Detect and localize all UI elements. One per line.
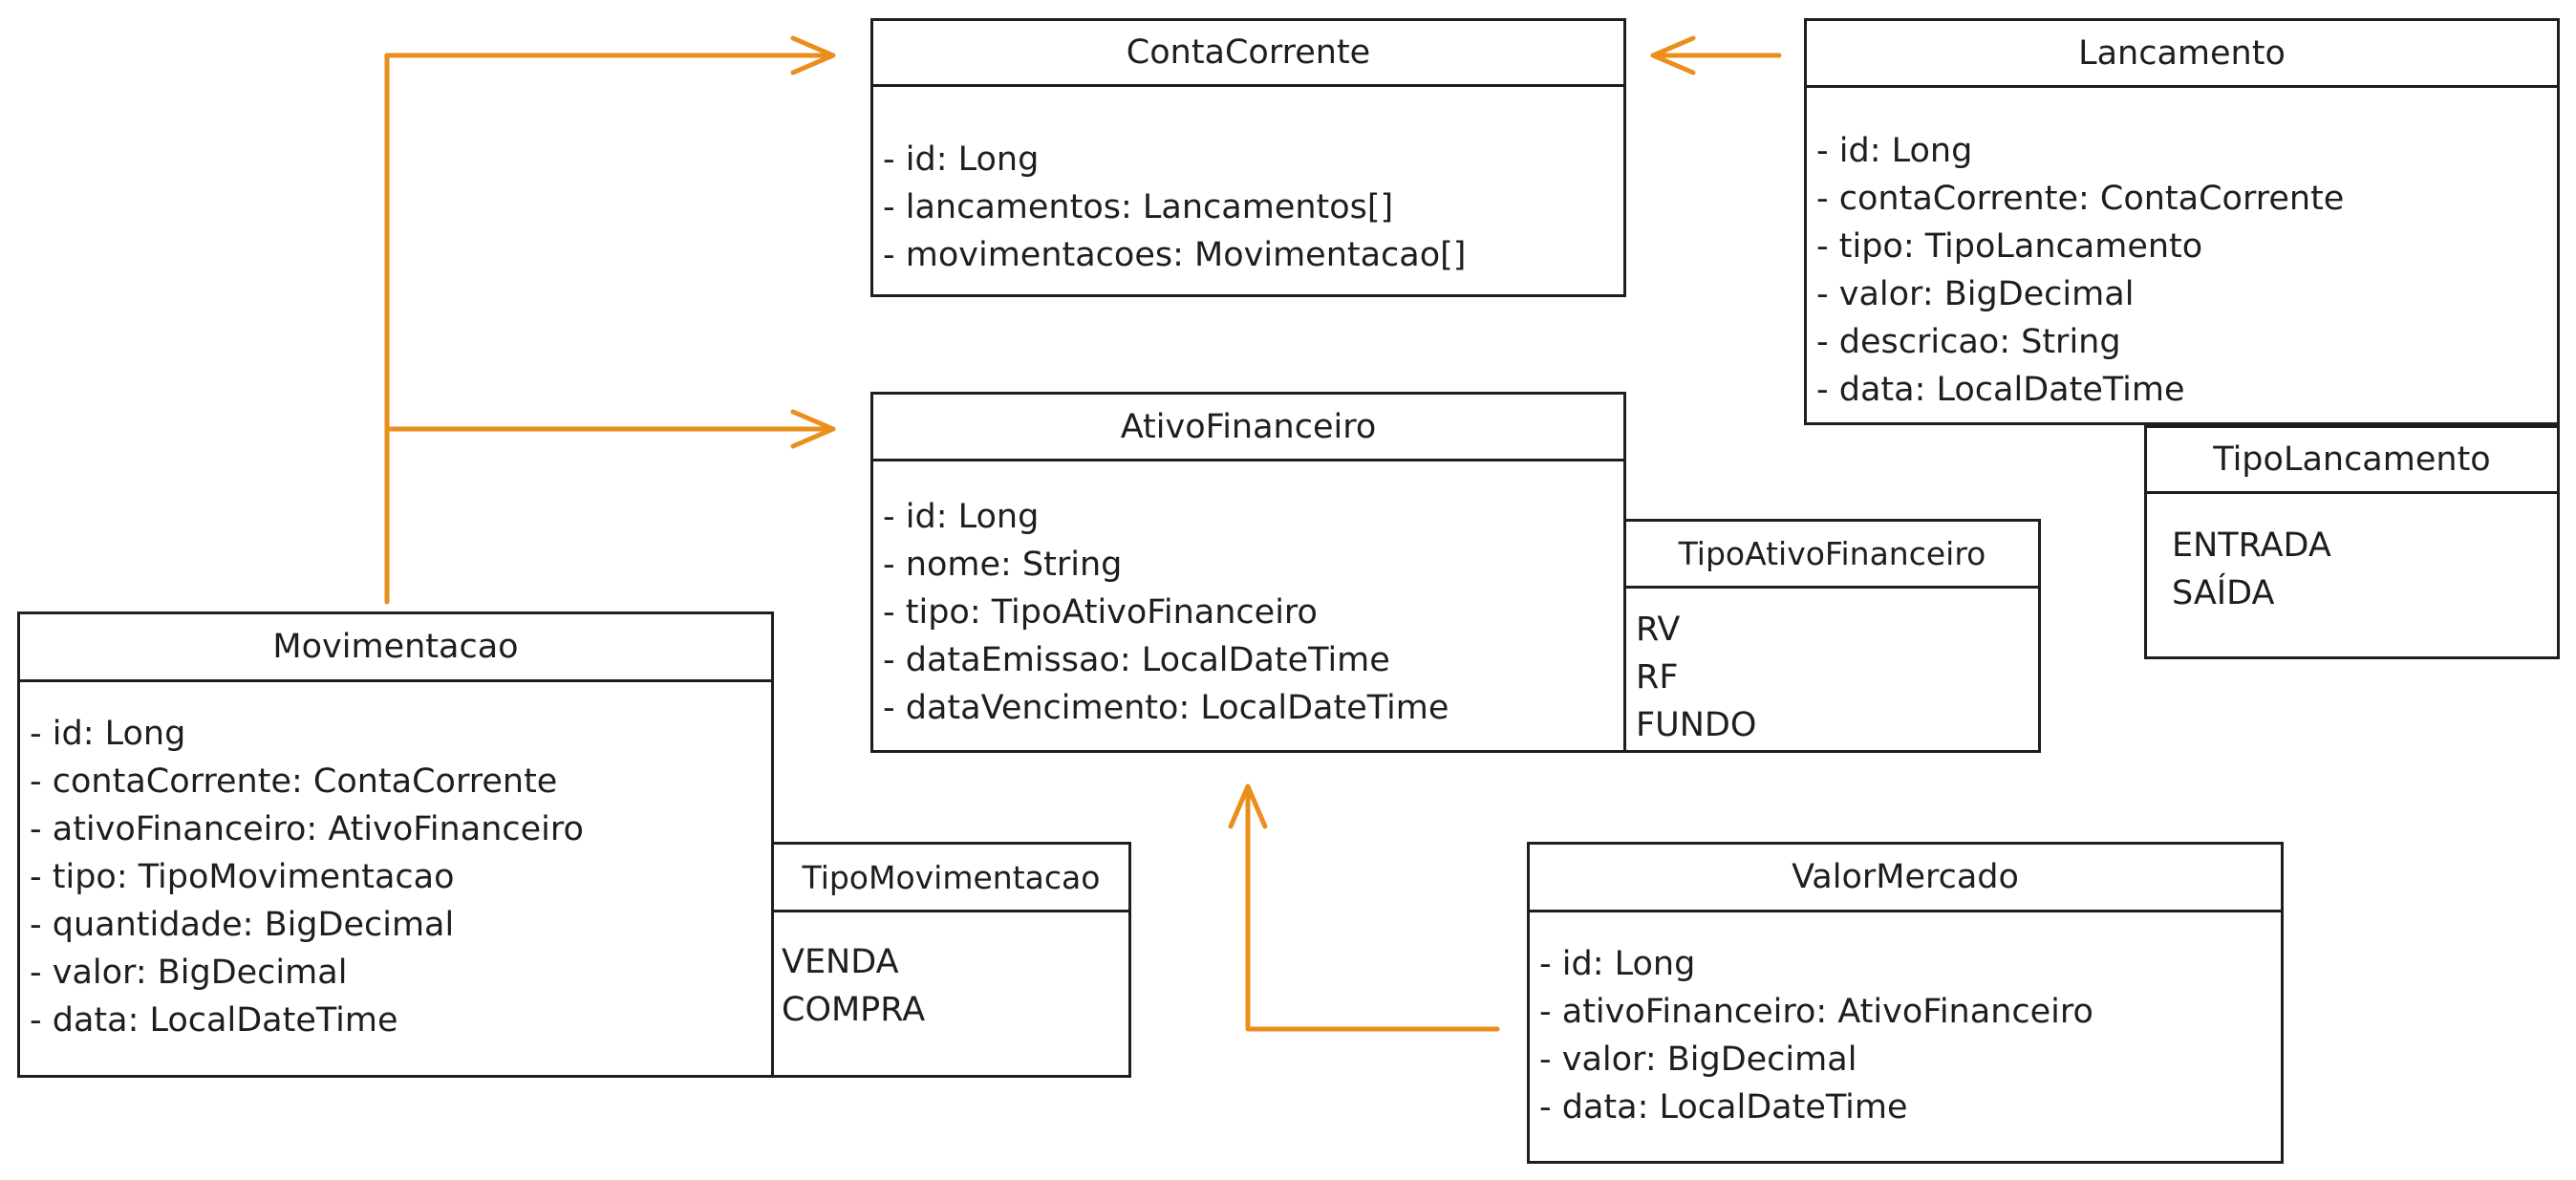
enum-value: RF: [1636, 658, 1679, 697]
enum-values: ENTRADA SAÍDA: [2147, 494, 2557, 624]
attribute: - ativoFinanceiro: AtivoFinanceiro: [1539, 993, 2093, 1031]
enum-title: TipoAtivoFinanceiro: [1626, 522, 2038, 589]
attribute: - data: LocalDateTime: [1539, 1088, 1908, 1126]
attribute: - valor: BigDecimal: [1816, 275, 2135, 313]
enum-values: VENDA COMPRA: [774, 912, 1128, 1041]
arrow-movimentacao-to-ativofinanceiro: [384, 409, 836, 449]
class-title: Lancamento: [1807, 21, 2557, 88]
attribute: - ativoFinanceiro: AtivoFinanceiro: [30, 810, 584, 848]
arrow-valormercado-to-ativofinanceiro: [1228, 783, 1500, 1032]
attribute: - contaCorrente: ContaCorrente: [30, 762, 558, 801]
arrow-lancamento-to-contacorrente: [1650, 35, 1782, 75]
attribute: - data: LocalDateTime: [30, 1001, 398, 1040]
attribute: - id: Long: [883, 498, 1040, 536]
attribute: - id: Long: [1816, 132, 1973, 170]
attribute: - tipo: TipoLancamento: [1816, 227, 2203, 266]
attribute: - valor: BigDecimal: [1539, 1041, 1857, 1079]
class-valor-mercado: ValorMercado - id: Long - ativoFinanceir…: [1527, 842, 2284, 1164]
arrow-movimentacao-to-contacorrente: [384, 35, 836, 75]
class-attributes: - id: Long - nome: String - tipo: TipoAt…: [873, 461, 1623, 739]
attribute: - dataEmissao: LocalDateTime: [883, 641, 1390, 679]
enum-value: COMPRA: [782, 991, 926, 1029]
enum-value: ENTRADA: [2172, 526, 2331, 565]
class-title: Movimentacao: [20, 614, 771, 682]
attribute: - id: Long: [30, 715, 186, 753]
attribute: - valor: BigDecimal: [30, 954, 348, 992]
enum-tipo-ativo-financeiro: TipoAtivoFinanceiro RV RF FUNDO: [1623, 519, 2041, 753]
enum-values: RV RF FUNDO: [1626, 589, 2038, 756]
attribute: - nome: String: [883, 546, 1123, 584]
enum-value: FUNDO: [1636, 706, 1757, 744]
class-attributes: - id: Long - lancamentos: Lancamentos[] …: [873, 87, 1623, 286]
enum-tipo-lancamento: TipoLancamento ENTRADA SAÍDA: [2144, 425, 2560, 659]
class-movimentacao: Movimentacao - id: Long - contaCorrente:…: [17, 611, 774, 1078]
enum-title: TipoMovimentacao: [774, 845, 1128, 912]
attribute: - id: Long: [883, 140, 1040, 179]
enum-title: TipoLancamento: [2147, 428, 2557, 494]
class-attributes: - id: Long - ativoFinanceiro: AtivoFinan…: [1530, 912, 2281, 1138]
attribute: - descricao: String: [1816, 323, 2121, 361]
enum-value: VENDA: [782, 943, 899, 981]
attribute: - contaCorrente: ContaCorrente: [1816, 180, 2345, 218]
class-attributes: - id: Long - contaCorrente: ContaCorrent…: [20, 682, 771, 1051]
class-conta-corrente: ContaCorrente - id: Long - lancamentos: …: [870, 18, 1626, 297]
enum-value: SAÍDA: [2172, 574, 2275, 612]
class-title: AtivoFinanceiro: [873, 395, 1623, 461]
attribute: - quantidade: BigDecimal: [30, 906, 455, 944]
attribute: - tipo: TipoAtivoFinanceiro: [883, 593, 1318, 632]
attribute: - id: Long: [1539, 945, 1696, 983]
attribute: - dataVencimento: LocalDateTime: [883, 689, 1449, 727]
attribute: - lancamentos: Lancamentos[]: [883, 188, 1394, 226]
class-attributes: - id: Long - contaCorrente: ContaCorrent…: [1807, 88, 2557, 420]
attribute: - data: LocalDateTime: [1816, 371, 2185, 409]
class-title: ValorMercado: [1530, 845, 2281, 912]
enum-value: RV: [1636, 611, 1681, 649]
class-ativo-financeiro: AtivoFinanceiro - id: Long - nome: Strin…: [870, 392, 1626, 753]
attribute: - movimentacoes: Movimentacao[]: [883, 236, 1467, 274]
attribute: - tipo: TipoMovimentacao: [30, 858, 455, 896]
enum-tipo-movimentacao: TipoMovimentacao VENDA COMPRA: [771, 842, 1131, 1078]
class-lancamento: Lancamento - id: Long - contaCorrente: C…: [1804, 18, 2560, 425]
class-title: ContaCorrente: [873, 21, 1623, 87]
